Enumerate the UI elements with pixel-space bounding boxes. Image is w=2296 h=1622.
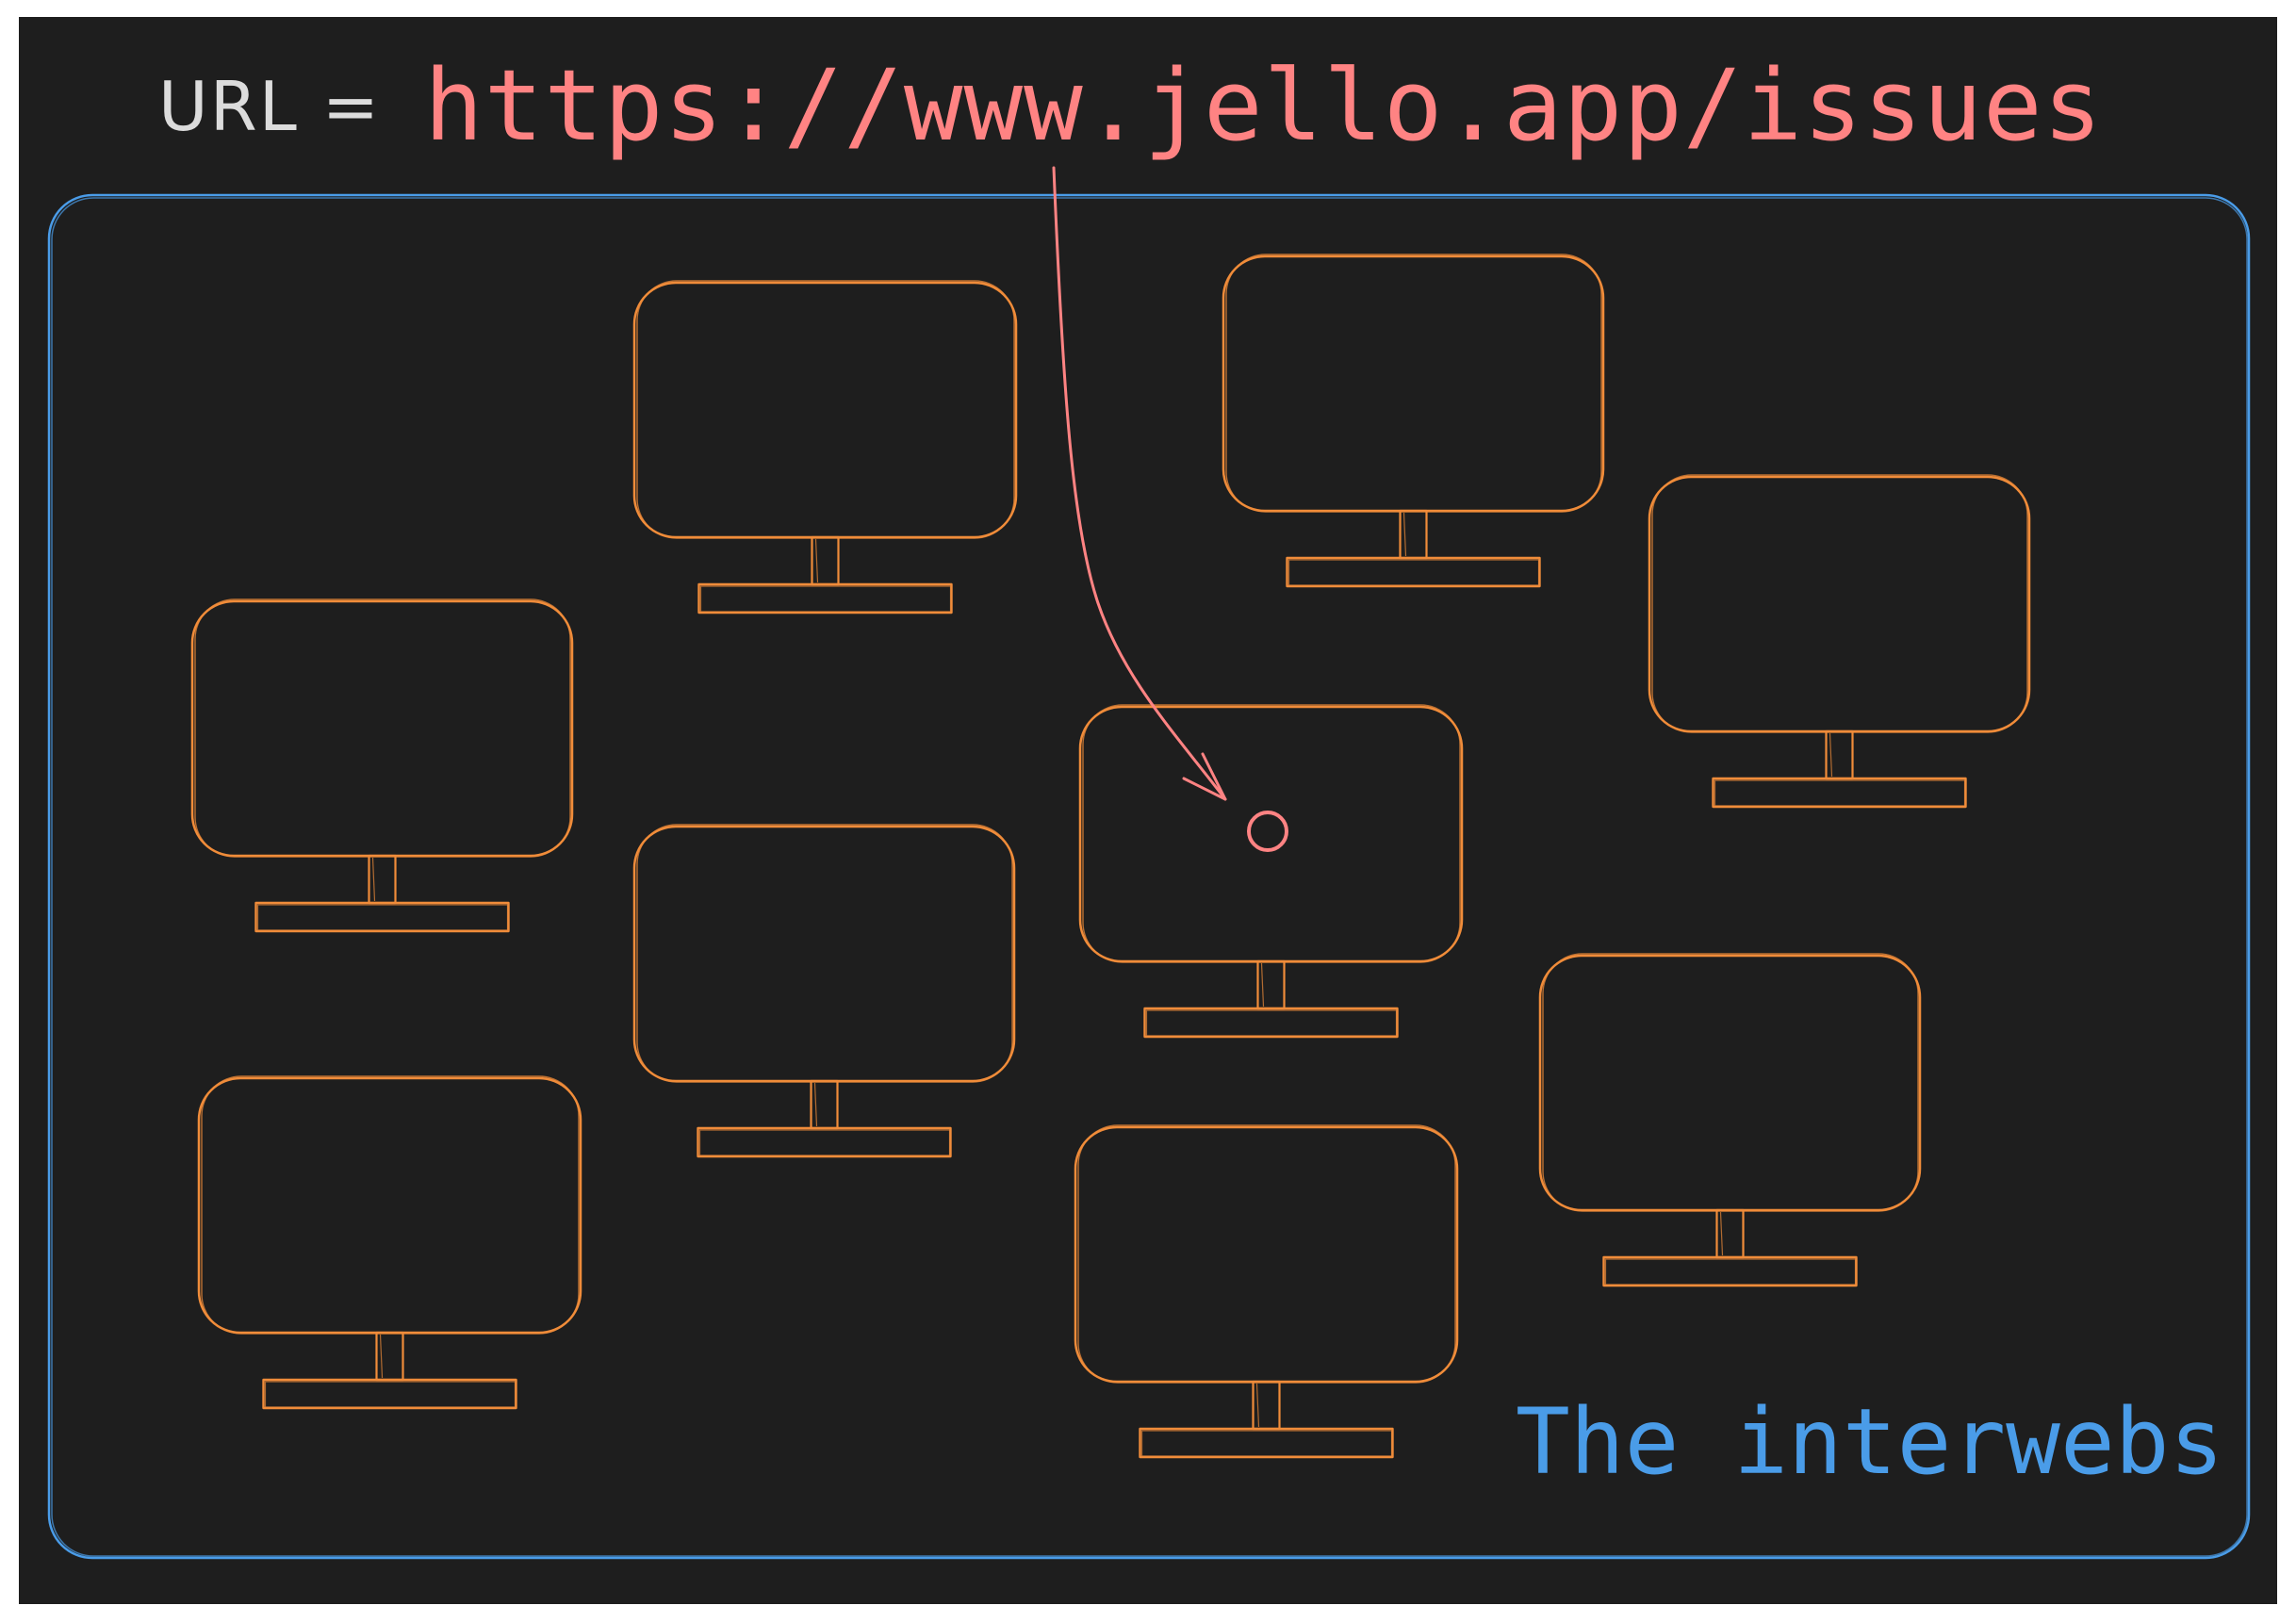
computer-neck-echo: [1260, 962, 1265, 1008]
computer-icon: [1222, 254, 1605, 588]
computer-base-echo: [1140, 1430, 1393, 1457]
computer-neck-echo: [814, 538, 819, 583]
url-value: https://www.jello.app/issues: [424, 48, 2103, 163]
arrow-head: [1182, 752, 1227, 801]
interwebs-label: The interwebs: [1516, 1389, 2223, 1495]
computer-base: [697, 582, 953, 614]
computer-base-echo: [699, 585, 952, 613]
computer-base-echo: [256, 904, 509, 931]
interwebs-border-echo: [51, 197, 2248, 1557]
computer-base: [262, 1378, 517, 1410]
computer-neck-echo: [1402, 512, 1407, 557]
computer-base: [1286, 556, 1541, 588]
computer-icon: [1078, 704, 1464, 1039]
target-point-icon: [1247, 811, 1288, 852]
interwebs-region: [47, 193, 2251, 1560]
computer-base-echo: [1145, 1009, 1398, 1037]
request-arrow: [1052, 166, 1288, 852]
computer-neck-echo: [813, 1082, 818, 1127]
computer-base-echo: [1604, 1258, 1857, 1286]
computer-icon: [632, 824, 1016, 1158]
computer-base-echo: [264, 1381, 517, 1408]
computer-base-echo: [698, 1129, 951, 1156]
computer-base: [697, 1126, 952, 1158]
computers-group: [190, 254, 2031, 1459]
computer-neck-echo: [379, 1334, 384, 1379]
computer-base-echo: [1714, 779, 1966, 807]
computer-neck-echo: [371, 857, 376, 902]
computer-icon: [1648, 474, 2031, 809]
computer-base: [1602, 1255, 1858, 1287]
computer-neck-echo: [1255, 1383, 1260, 1428]
computer-icon: [190, 598, 574, 933]
computer-base: [1139, 1427, 1394, 1459]
computer-icon: [1538, 953, 1922, 1287]
board-background: [19, 17, 2277, 1604]
computer-base-echo: [1287, 559, 1540, 586]
computer-neck-echo: [1719, 1211, 1724, 1256]
computer-icon: [197, 1075, 582, 1410]
computer-neck-echo: [1829, 732, 1833, 778]
arrow-shaft: [1052, 166, 1227, 801]
computer-base: [1143, 1007, 1399, 1039]
computer-base: [254, 901, 510, 933]
computer-icon: [1074, 1124, 1459, 1459]
computer-icon: [632, 280, 1018, 614]
interwebs-border: [47, 193, 2251, 1560]
computer-base: [1712, 777, 1967, 809]
url-label: URL =: [158, 67, 381, 146]
